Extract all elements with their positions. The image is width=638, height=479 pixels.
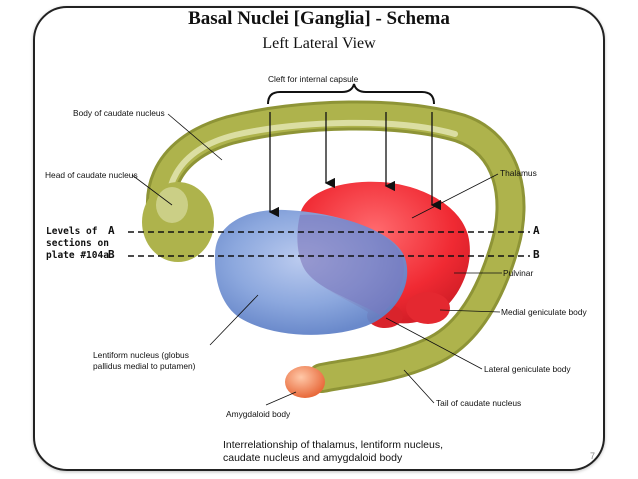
label-levels-line1: Levels of bbox=[46, 226, 98, 237]
label-amygdaloid: Amygdaloid body bbox=[226, 409, 291, 419]
leader-lateral-geniculate bbox=[385, 317, 483, 370]
label-pulvinar: Pulvinar bbox=[503, 268, 534, 278]
label-cleft: Cleft for internal capsule bbox=[268, 74, 359, 84]
label-levels-line3: plate #104a bbox=[46, 250, 109, 261]
page-number: 7 bbox=[590, 451, 596, 461]
label-thalamus: Thalamus bbox=[500, 168, 537, 178]
caption-line-1: Interrelationship of thalamus, lentiform… bbox=[223, 439, 444, 451]
leader-body-caudate bbox=[167, 113, 223, 161]
leader-tail-caudate bbox=[403, 369, 435, 404]
diagram-caption: Interrelationship of thalamus, lentiform… bbox=[223, 439, 483, 465]
label-medial-geniculate: Medial geniculate body bbox=[501, 307, 587, 317]
label-body-caudate: Body of caudate nucleus bbox=[73, 108, 165, 118]
amygdaloid-body-shape bbox=[285, 366, 325, 398]
diagram-title: Basal Nuclei [Ganglia] - Schema bbox=[188, 8, 450, 29]
label-lentiform-line2: pallidus medial to putamen) bbox=[93, 361, 196, 371]
label-tail-caudate: Tail of caudate nucleus bbox=[436, 398, 522, 408]
leader-head-caudate bbox=[131, 174, 173, 206]
label-lateral-geniculate: Lateral geniculate body bbox=[484, 364, 571, 374]
leader-amygdaloid bbox=[265, 391, 297, 406]
medial-geniculate-shape bbox=[406, 292, 450, 324]
lentiform-overlap-shade bbox=[297, 214, 404, 315]
label-head-caudate: Head of caudate nucleus bbox=[45, 170, 138, 180]
caption-line-2: caudate nucleus and amygdaloid body bbox=[223, 452, 403, 464]
label-lentiform-line1: Lentiform nucleus (globus bbox=[93, 350, 189, 360]
label-level-b-left: B bbox=[108, 248, 115, 261]
label-level-b-right: B bbox=[533, 248, 540, 261]
leader-lentiform bbox=[209, 294, 259, 346]
cleft-bracket bbox=[267, 83, 435, 105]
label-levels-line2: sections on bbox=[46, 238, 109, 249]
caudate-nucleus-body bbox=[148, 103, 523, 390]
label-level-a-left: A bbox=[108, 224, 115, 237]
leader-thalamus bbox=[411, 173, 499, 219]
diagram-subtitle: Left Lateral View bbox=[262, 35, 376, 52]
label-level-a-right: A bbox=[533, 224, 540, 237]
leader-medial-geniculate bbox=[439, 309, 501, 313]
